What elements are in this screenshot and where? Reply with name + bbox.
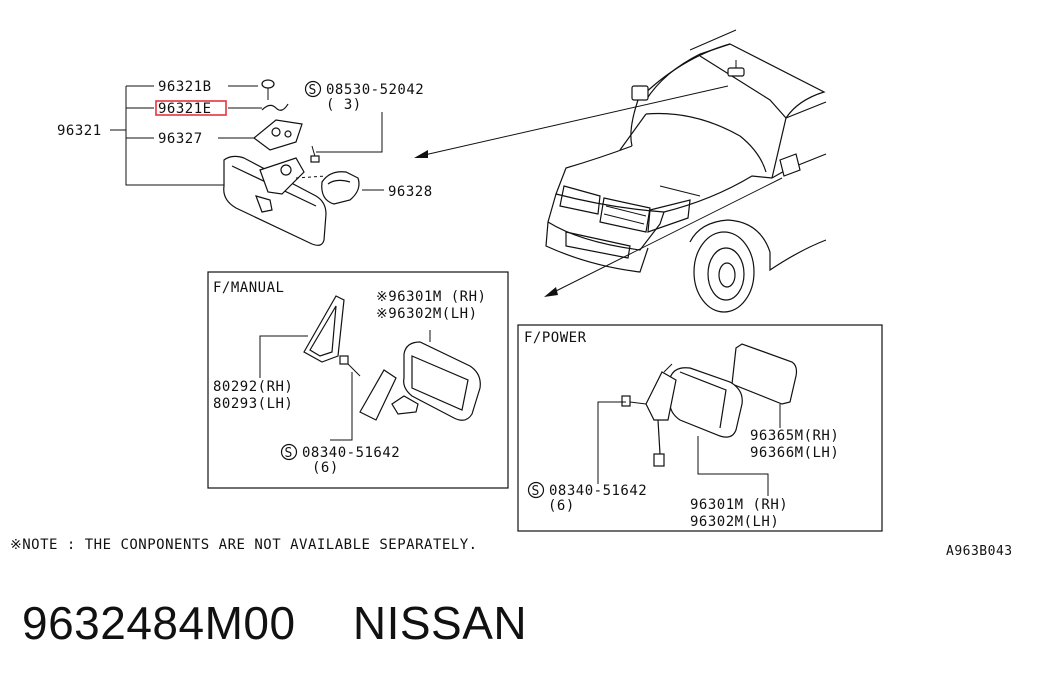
part-title: 9632484M00 NISSAN bbox=[22, 596, 527, 650]
label-power-bolt: 08340-51642 bbox=[549, 483, 647, 499]
manual-title: F/MANUAL bbox=[213, 280, 284, 296]
label-96321E: 96321E bbox=[158, 101, 212, 117]
vehicle-illustration bbox=[545, 29, 827, 313]
arrow-to-inside-mirror bbox=[414, 85, 729, 158]
label-96321: 96321 bbox=[57, 123, 102, 139]
label-96302m-power: 96302M(LH) bbox=[690, 514, 779, 530]
manual-mirror-box: F/MANUAL ※96301M (RH) ※96302M(LH) 80292(… bbox=[207, 271, 509, 489]
gasket-80292 bbox=[303, 295, 345, 363]
label-manual-bolt: 08340-51642 bbox=[302, 445, 400, 461]
label-96302m-lh: ※96302M(LH) bbox=[376, 306, 478, 322]
s-mark-manual bbox=[280, 443, 298, 461]
power-mirror-box: F/POWER 96365M(RH) 96366M(LH) S 08340-51… bbox=[517, 324, 883, 532]
power-mirror-housing bbox=[645, 367, 743, 438]
label-96301m-power: 96301M (RH) bbox=[690, 497, 788, 513]
label-08530-qty: ( 3) bbox=[326, 97, 362, 113]
s-mark-letter: S bbox=[309, 83, 317, 98]
power-mirror-glass bbox=[731, 343, 798, 405]
note-text: ※NOTE : THE CONPONENTS ARE NOT AVAILABLE… bbox=[10, 537, 478, 553]
clip-96321e bbox=[261, 103, 289, 111]
cover-96328 bbox=[321, 171, 360, 205]
s-mark-power bbox=[527, 481, 545, 499]
label-96327: 96327 bbox=[158, 131, 203, 147]
label-96328: 96328 bbox=[388, 184, 433, 200]
arrow-to-side-mirror bbox=[544, 177, 783, 297]
s-mark-symbol bbox=[304, 80, 322, 98]
label-96321B: 96321B bbox=[158, 79, 212, 95]
screw-mount bbox=[310, 145, 320, 163]
power-title: F/POWER bbox=[524, 330, 587, 346]
label-96301m-rh: ※96301M (RH) bbox=[376, 289, 486, 305]
s-mark-manual-letter: S bbox=[285, 446, 293, 461]
screw-96321b bbox=[261, 79, 275, 100]
label-08530-52042: 08530-52042 bbox=[326, 82, 424, 98]
brand-name: NISSAN bbox=[352, 597, 528, 649]
highlight-box bbox=[155, 100, 227, 116]
label-96365m-rh: 96365M(RH) bbox=[750, 428, 839, 444]
manual-mirror bbox=[391, 341, 481, 421]
label-80293-lh: 80293(LH) bbox=[213, 396, 293, 412]
part-number: 9632484M00 bbox=[22, 597, 296, 649]
mount-base-96327 bbox=[253, 119, 303, 151]
inside-mirror bbox=[223, 155, 327, 246]
inside-mirror-group: 96321B 96321E 96327 96321 bbox=[57, 79, 433, 246]
label-power-bolt-qty: (6) bbox=[548, 498, 575, 514]
s-mark-power-letter: S bbox=[532, 484, 540, 499]
label-80292-rh: 80292(RH) bbox=[213, 379, 293, 395]
drawing-code: A963B043 bbox=[946, 544, 1013, 559]
label-manual-bolt-qty: (6) bbox=[312, 460, 339, 476]
label-96366m-lh: 96366M(LH) bbox=[750, 445, 839, 461]
